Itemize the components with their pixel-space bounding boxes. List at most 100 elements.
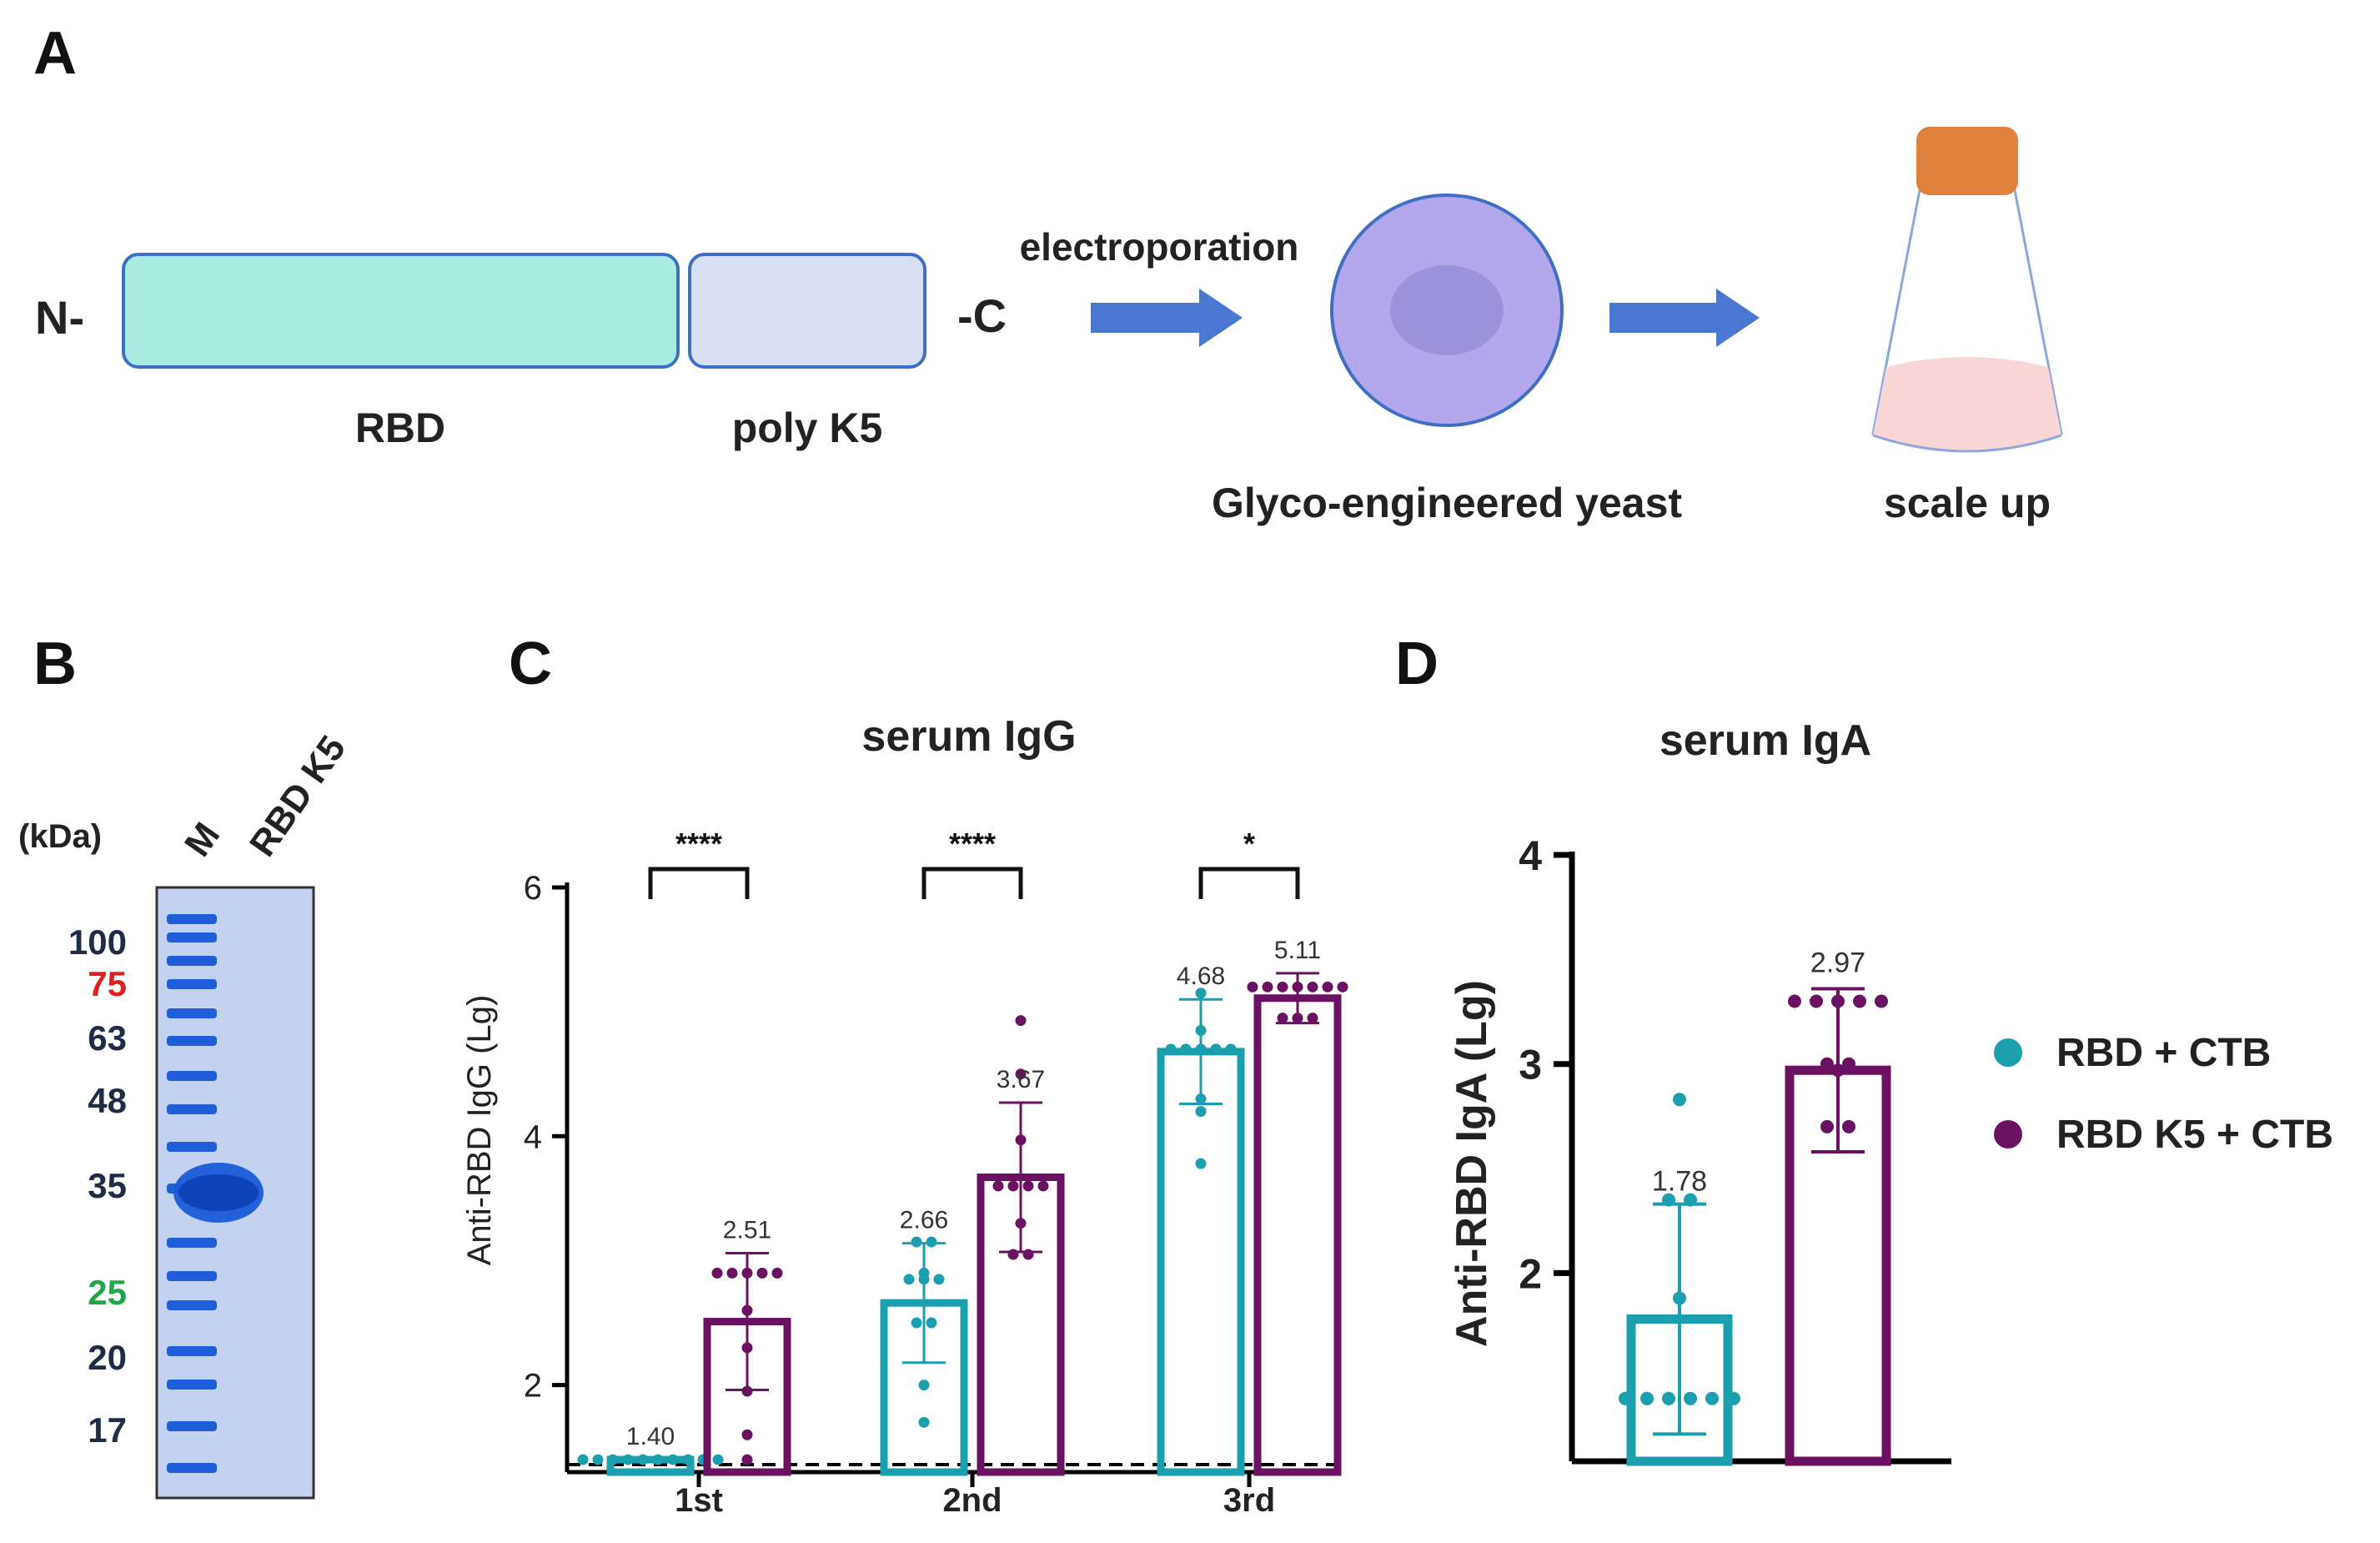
iga-data-point [1684,1193,1697,1207]
igg-data-point [741,1342,753,1354]
igg-data-point [1277,981,1288,993]
ladder-band [167,1008,217,1018]
iga-data-point [1673,1291,1686,1305]
ladder-band [167,1380,217,1390]
iga-data-point [1640,1391,1654,1405]
ladder-band [167,1421,217,1431]
ladder-band [167,979,217,989]
iga-data-point [1662,1391,1675,1405]
igg-data-point [1247,981,1258,993]
marker-label: 75 [88,964,127,1003]
igg-data-point [1292,981,1303,993]
igg-data-point [756,1267,768,1279]
igg-x-tick-label: 3rd [1223,1482,1275,1519]
igg-data-point [607,1454,619,1465]
igg-data-point [911,1317,922,1329]
igg-data-point [918,1274,930,1285]
marker-label: 25 [88,1273,127,1312]
igg-data-point [918,1416,930,1428]
n-terminus-label: N- [35,291,84,344]
igg-value-label: 5.11 [1274,937,1321,964]
igg-data-point [622,1454,634,1465]
igg-data-point [741,1304,753,1316]
iga-data-point [1662,1193,1675,1207]
igg-plot-area: 2461st1.402.51****2nd2.663.67****3rd4.68… [524,827,1348,1519]
iga-data-point [1684,1391,1697,1405]
igg-value-label: 3.67 [997,1066,1045,1093]
polyk5-label: poly K5 [732,405,883,451]
igg-value-label: 1.40 [626,1423,675,1450]
igg-data-point [577,1454,589,1465]
ladder-band [167,914,217,924]
legend-marker-rbd-k5-ctb [1994,1120,2022,1148]
iga-data-point [1831,994,1845,1008]
igg-data-point [1195,1105,1207,1117]
ladder-band [167,1271,217,1281]
igg-y-tick-label: 4 [524,1118,542,1155]
igg-data-point [926,1317,937,1329]
iga-data-point [1842,1057,1855,1071]
igg-value-label: 2.51 [723,1216,771,1244]
igg-data-point [903,1274,915,1285]
legend-marker-rbd-ctb [1994,1038,2022,1067]
flask-cap-icon [1916,127,2018,195]
iga-data-point [1810,994,1823,1008]
igg-data-point [933,1274,945,1285]
scale-up-label: scale up [1884,480,2051,526]
iga-data-point [1842,1119,1855,1133]
igg-data-point [1307,981,1318,993]
igg-data-point [741,1429,753,1440]
igg-x-tick-label: 1st [675,1482,723,1519]
igg-data-point [1180,1043,1192,1055]
iga-data-point [1820,1057,1834,1071]
igg-bar [606,1455,695,1476]
significance-bracket [1198,867,1300,899]
iga-y-tick-label: 3 [1519,1042,1542,1088]
igg-data-point [926,1236,937,1248]
marker-label: 48 [88,1081,127,1120]
iga-data-point [1673,1093,1686,1107]
igg-data-point [1210,1043,1222,1055]
iga-data-point [1727,1391,1740,1405]
igg-data-point [1165,1043,1177,1055]
igg-x-tick-label: 2nd [942,1482,1002,1519]
marker-label: 17 [88,1410,127,1450]
c-terminus-label: -C [957,289,1007,342]
igg-data-point [1195,1158,1207,1169]
igg-data-point [1262,981,1273,993]
igg-data-point [1022,1180,1034,1192]
igg-data-point [741,1454,753,1465]
ladder-band [167,1463,217,1473]
igg-data-point [1015,1218,1027,1229]
panel-letter-c: C [509,631,552,697]
ladder-band [167,1071,217,1081]
ladder-band [167,956,217,966]
iga-value-label: 1.78 [1652,1166,1707,1198]
igg-data-point [1195,1093,1207,1105]
legend-label-rbd-k5-ctb: RBD K5 + CTB [2056,1113,2333,1157]
significance-label: **** [675,827,722,861]
iga-data-point [1619,1391,1632,1405]
rbd-k5-band-core [178,1174,259,1211]
igg-y-tick-label: 2 [524,1368,542,1405]
panel-letter-d: D [1395,631,1439,697]
nucleus-icon [1390,265,1504,355]
electroporation-label: electroporation [1020,225,1299,269]
igg-chart-title: serum IgG [861,712,1076,761]
flask-icon [1871,127,2063,453]
igg-data-point [592,1454,604,1465]
igg-chart: serum IgG Anti-RBD IgG (Lg) 2461st1.402.… [461,712,1348,1519]
iga-y-tick-label: 4 [1519,832,1542,879]
igg-data-point [992,1180,1004,1192]
igg-data-point [637,1454,649,1465]
igg-data-point [911,1236,922,1248]
igg-data-point [1277,1013,1288,1024]
arrow-right-icon [1609,289,1760,347]
significance-label: **** [949,827,996,861]
igg-data-point [1322,981,1333,993]
igg-data-point [1337,981,1348,993]
lane-label-sample: RBD K5 [242,728,354,863]
